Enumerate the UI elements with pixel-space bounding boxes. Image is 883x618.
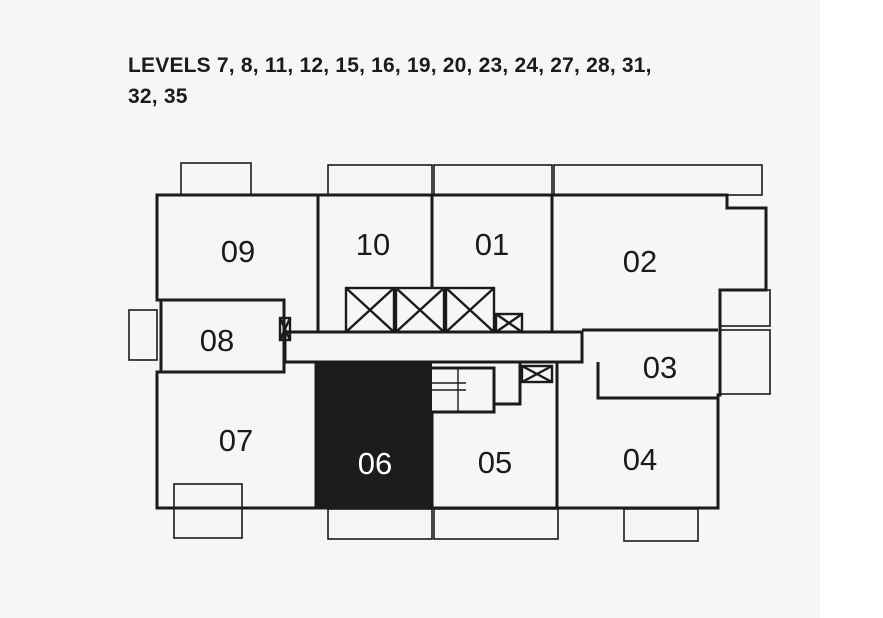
balcony-04 [623, 508, 699, 542]
page-margin [820, 0, 883, 618]
balcony-08 [128, 309, 158, 361]
unit-09-label[interactable]: 09 [221, 234, 255, 269]
unit-03-walls [596, 362, 718, 400]
core-notch [494, 362, 522, 406]
levels-heading-line-2: 32, 35 [128, 85, 188, 108]
unit-10-label[interactable]: 10 [356, 227, 390, 262]
elevator-2 [394, 286, 446, 334]
core-stair [344, 366, 496, 414]
unit-07-label[interactable]: 07 [219, 423, 253, 458]
balcony-03-side [719, 329, 771, 395]
unit-06-fill [316, 362, 432, 508]
balcony-02-side [719, 289, 771, 327]
unit-08-label[interactable]: 08 [200, 323, 234, 358]
floorplan-page [0, 0, 820, 618]
unit-02-label[interactable]: 02 [623, 244, 657, 279]
unit-01-label[interactable]: 01 [475, 227, 509, 262]
balcony-10 [327, 164, 433, 196]
balcony-02 [553, 164, 763, 196]
unit-05-label[interactable]: 05 [478, 445, 512, 480]
corridor [283, 330, 584, 364]
balcony-07 [173, 483, 243, 539]
balcony-01 [433, 164, 553, 196]
unit-03-label[interactable]: 03 [643, 350, 677, 385]
shaft-small-3 [278, 316, 292, 342]
building-outline [155, 193, 768, 510]
levels-heading: LEVELS 7, 8, 11, 12, 15, 16, 19, 20, 23,… [128, 50, 748, 112]
elevator-3 [444, 286, 496, 334]
balcony-09 [180, 162, 252, 196]
shaft-small-2 [520, 364, 554, 384]
shaft-small-1 [494, 312, 524, 334]
unit-04-label[interactable]: 04 [623, 442, 657, 477]
levels-heading-line-1: LEVELS 7, 8, 11, 12, 15, 16, 19, 20, 23,… [128, 54, 652, 77]
balcony-06 [327, 508, 433, 540]
elevator-1 [344, 286, 396, 334]
unit-06-label[interactable]: 06 [358, 446, 392, 481]
balcony-05 [433, 508, 559, 540]
